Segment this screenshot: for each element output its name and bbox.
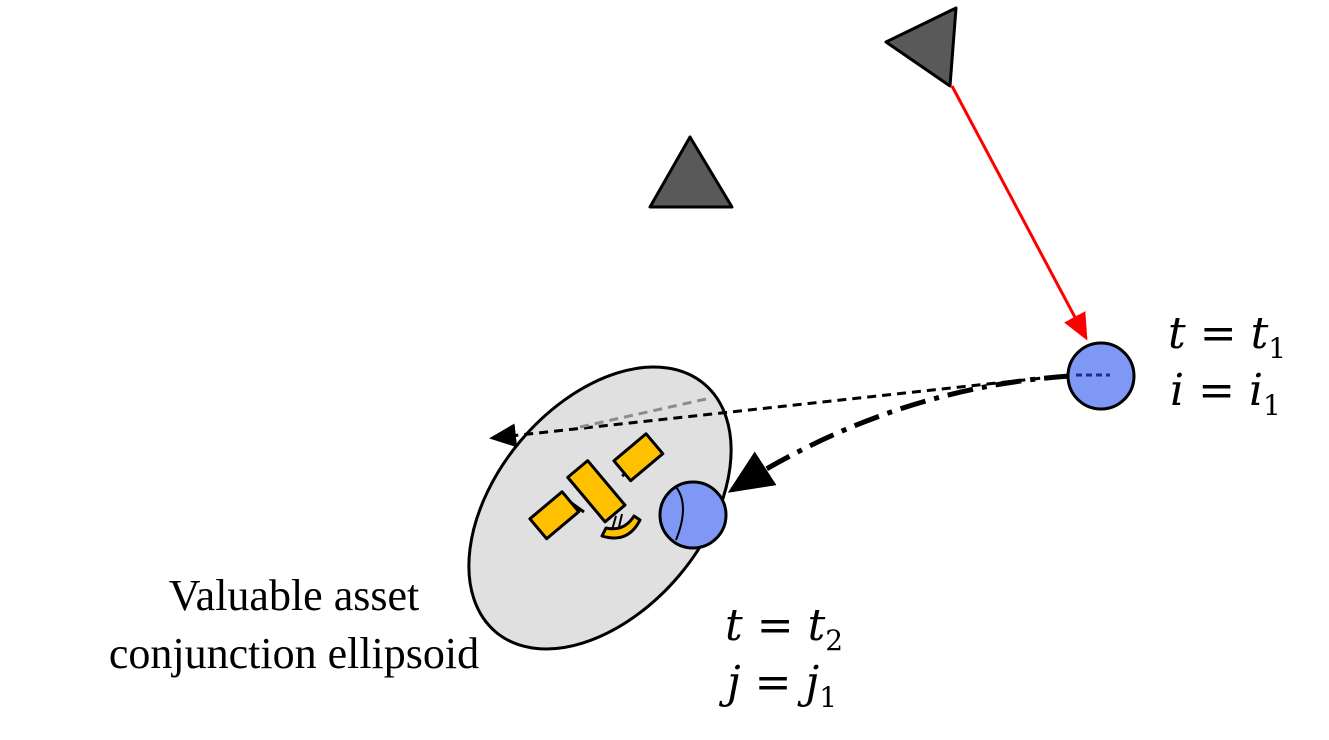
trajectory-inside-ellipsoid (579, 397, 707, 429)
label-t-eq-t2: t=t2 (725, 600, 843, 657)
ellipsoid-caption-line2: conjunction ellipsoid (109, 629, 479, 678)
label-i-eq-i1: i=i1 (1170, 365, 1281, 422)
measurement-arrow (950, 85, 1088, 341)
label-t-eq-t1: t=t1 (1168, 308, 1286, 365)
ellipsoid-caption-line1: Valuable asset (169, 571, 419, 620)
satellite-icon (528, 432, 665, 541)
propagated-trajectory-arrow (727, 373, 1071, 493)
label-j-eq-j1: j=j1 (718, 657, 837, 714)
debris-object-t2 (658, 480, 728, 550)
triangle-sensor-icon (884, 6, 958, 88)
ellipsoid-overlap-edge (675, 486, 684, 541)
triangle-sensor-icon (648, 135, 734, 209)
linear-trajectory-arrow (489, 373, 1071, 448)
